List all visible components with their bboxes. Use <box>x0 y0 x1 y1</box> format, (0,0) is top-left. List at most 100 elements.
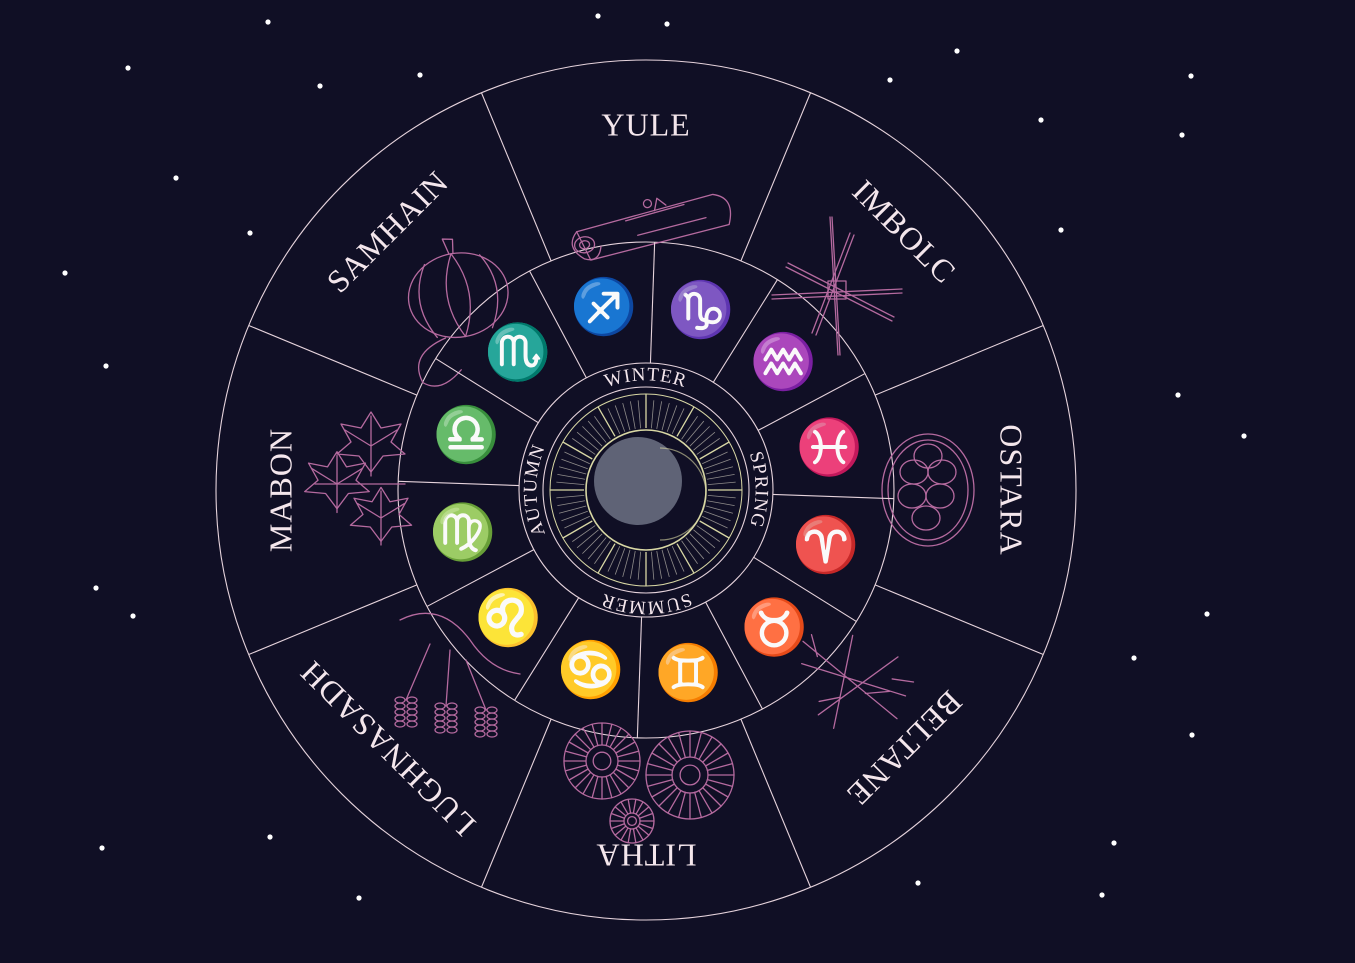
sun-ray <box>656 550 663 579</box>
sun-ray <box>562 520 593 539</box>
sun-ray <box>681 416 698 440</box>
sun-rays <box>550 394 742 586</box>
star <box>1189 732 1195 738</box>
festival-label-imbolc: IMBOLC <box>846 173 964 291</box>
zodiac-divider <box>772 493 894 500</box>
sun-ray <box>704 458 731 470</box>
star <box>247 230 253 236</box>
zodiac-divider <box>753 556 857 622</box>
sun-ray <box>572 525 596 542</box>
star <box>62 270 68 276</box>
festival-divider <box>740 92 812 262</box>
sun-ray <box>661 549 670 578</box>
sun-ray <box>681 540 698 564</box>
star <box>1131 655 1137 661</box>
sun-ray <box>693 529 716 549</box>
zodiac-divider <box>435 358 539 424</box>
sun-ray <box>707 495 736 499</box>
sun-ray <box>561 458 588 470</box>
star <box>664 21 670 27</box>
sun-ray <box>597 543 616 574</box>
star <box>267 834 273 840</box>
scorpio-icon: ♏ <box>484 322 551 383</box>
star <box>1179 132 1185 138</box>
virgo-icon: ♍ <box>429 501 496 562</box>
sun-ray <box>614 405 626 432</box>
sun-ray <box>629 401 636 430</box>
sun-ray <box>637 400 641 429</box>
sun-ray <box>558 466 587 475</box>
star <box>595 13 601 19</box>
center-disc <box>549 393 743 587</box>
star <box>1241 433 1247 439</box>
sun-ray <box>651 551 655 580</box>
sun-ray <box>685 537 705 560</box>
sunflowers-icon <box>563 722 735 844</box>
libra-icon: ♎ <box>433 404 500 465</box>
outer-circle <box>215 59 1077 921</box>
sun-ray <box>656 401 663 430</box>
sun-ray <box>666 405 678 432</box>
sun-ray <box>699 520 730 539</box>
sun-ray <box>622 549 631 578</box>
festival-label-ostara: OSTARA <box>994 424 1030 555</box>
star <box>173 175 179 181</box>
sun-ray <box>637 551 641 580</box>
star <box>915 880 921 886</box>
sun-ray <box>699 441 730 460</box>
sun-ray <box>564 515 590 529</box>
sun-ray <box>587 420 607 443</box>
star <box>1099 892 1105 898</box>
sagittarius-icon: ♐ <box>570 276 637 337</box>
star <box>1111 840 1117 846</box>
sun-ray <box>651 400 655 429</box>
maypole-branches-icon <box>801 634 915 729</box>
sun-ray <box>556 481 585 485</box>
sun-ray <box>629 550 636 579</box>
star <box>125 65 131 71</box>
zodiac-divider <box>757 373 866 431</box>
zodiac-divider <box>712 279 778 383</box>
festival-label-samhain: SAMHAIN <box>319 163 455 299</box>
festival-divider <box>740 718 812 888</box>
festival-divider <box>248 584 418 656</box>
sun-ray <box>705 466 734 475</box>
sun-ray <box>576 529 599 549</box>
sun-ray <box>696 525 720 542</box>
maple-leaves-icon <box>304 411 413 546</box>
sun-ray <box>594 416 611 440</box>
sun-ray <box>671 546 685 572</box>
sun-ray <box>582 426 603 447</box>
sun-ray <box>676 543 695 574</box>
sun-ray <box>614 548 626 575</box>
star <box>1204 611 1210 617</box>
festival-divider <box>248 324 418 396</box>
star <box>265 19 271 25</box>
zodiac-divider <box>398 480 520 487</box>
taurus-icon: ♉ <box>741 596 808 657</box>
star <box>93 585 99 591</box>
festival-label-litha: LITHA <box>596 838 697 874</box>
star <box>356 895 362 901</box>
sun-ray <box>607 408 621 434</box>
star <box>1058 227 1064 233</box>
crescent-moon-icon <box>594 437 682 525</box>
sun-ray <box>704 510 731 522</box>
zodiac-divider <box>636 616 643 738</box>
sun-ray <box>587 537 607 560</box>
sun-ray <box>676 406 695 437</box>
sun-ray <box>689 426 710 447</box>
yule-log-icon <box>571 193 732 261</box>
zodiac-inner-circle <box>518 362 774 618</box>
sun-ray <box>576 431 599 451</box>
zodiac-divider <box>514 597 580 701</box>
sun-ray <box>607 546 621 572</box>
aquarius-icon: ♒ <box>750 331 817 392</box>
pisces-icon: ♓ <box>796 417 863 478</box>
sun-ray <box>557 473 586 480</box>
star <box>954 48 960 54</box>
star <box>887 77 893 83</box>
